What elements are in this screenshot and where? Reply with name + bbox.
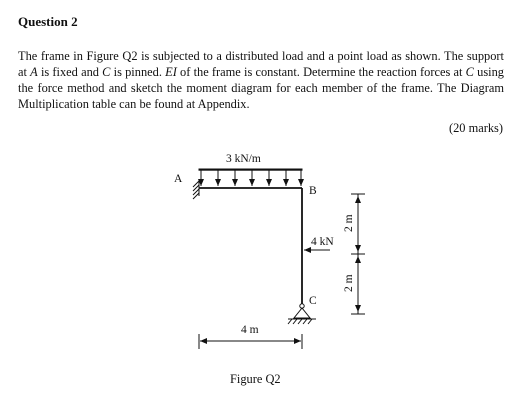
dimension-beam bbox=[198, 334, 303, 349]
node-c-label: C bbox=[309, 295, 317, 307]
dimension-upper-label: 2 m bbox=[343, 214, 355, 232]
figure-caption: Figure Q2 bbox=[230, 372, 281, 386]
text-part-2: is fixed and bbox=[37, 65, 103, 79]
question-heading: Question 2 bbox=[18, 14, 78, 29]
text-part-4: of the frame is constant. Determine the … bbox=[176, 65, 466, 79]
dimension-beam-label: 4 m bbox=[241, 324, 259, 336]
text-part-5: using the force method and sketch the mo… bbox=[18, 65, 504, 111]
question-text: The frame in Figure Q2 is subjected to a… bbox=[18, 48, 504, 112]
marks-label: (20 marks) bbox=[448, 121, 503, 135]
udl-label: 3 kN/m bbox=[226, 153, 261, 165]
pin-support-c bbox=[287, 303, 316, 325]
text-part-3: is pinned. bbox=[110, 65, 166, 79]
node-b-label: B bbox=[309, 185, 317, 197]
node-a-label: A bbox=[174, 173, 183, 185]
dimension-lower-label: 2 m bbox=[343, 274, 355, 292]
fixed-support-a bbox=[192, 180, 200, 200]
point-load-label: 4 kN bbox=[311, 236, 334, 248]
text-ei: EI bbox=[165, 65, 177, 79]
dimension-column bbox=[351, 193, 365, 315]
text-part-1: The frame in Figure Q2 is subjected to a… bbox=[18, 49, 504, 79]
text-support-a: A bbox=[30, 65, 38, 79]
text-support-c: C bbox=[102, 65, 111, 79]
distributed-load bbox=[198, 168, 304, 186]
text-reaction-c: C bbox=[465, 65, 474, 79]
